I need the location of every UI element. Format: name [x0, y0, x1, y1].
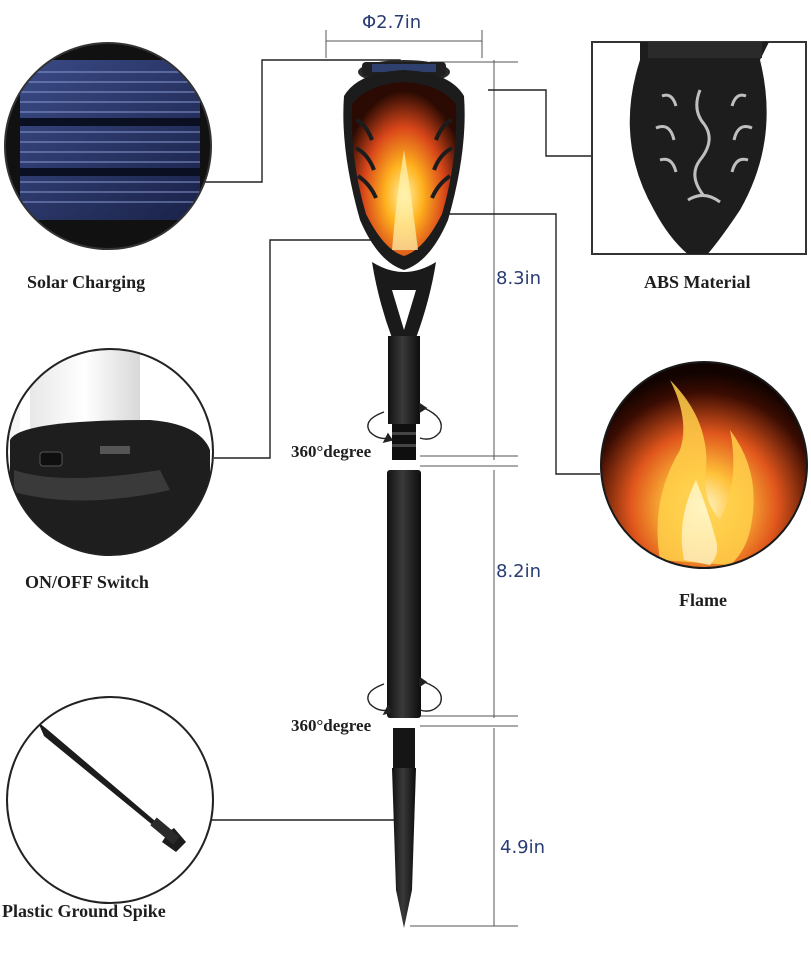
plastic-ground-spike-label: Plastic Ground Spike [2, 901, 166, 921]
lower-rotation-label: 360°degree [291, 716, 372, 735]
middle-pole [387, 470, 421, 718]
solar-charging-label: Solar Charging [27, 272, 146, 292]
diameter-label: Φ2.7in [362, 12, 422, 33]
solar-charging-circle [4, 42, 212, 250]
torch-head [343, 60, 465, 460]
on-off-switch-label: ON/OFF Switch [25, 572, 149, 592]
plastic-ground-spike-circle [6, 696, 214, 904]
diameter-dimension [325, 30, 483, 58]
ground-spike [392, 728, 416, 928]
flame-circle [600, 361, 808, 569]
flame-label: Flame [679, 590, 727, 610]
rotation-arrows-lower [367, 676, 442, 716]
height-dimension-lines [410, 60, 518, 927]
middle-height-label: 8.2in [496, 561, 542, 582]
upper-rotation-label: 360°degree [291, 442, 372, 461]
abs-material-box [591, 41, 807, 255]
on-off-switch-circle [6, 348, 214, 556]
top-height-label: 8.3in [496, 268, 542, 289]
spike-height-label: 4.9in [500, 837, 546, 858]
abs-material-label: ABS Material [644, 272, 751, 292]
rotation-arrows-upper [367, 402, 442, 444]
